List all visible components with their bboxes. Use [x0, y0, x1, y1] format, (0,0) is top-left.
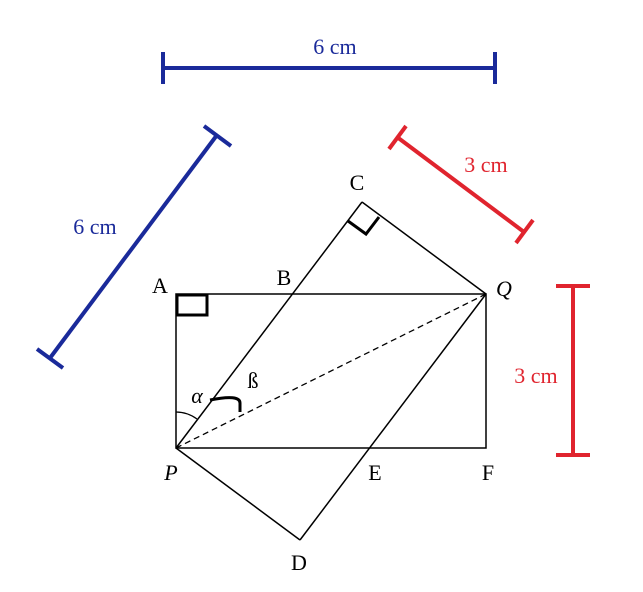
dim-red-diag-line	[395, 135, 526, 234]
segment-qd	[299, 293, 487, 541]
point-label-p: P	[163, 460, 177, 485]
point-label-e: E	[368, 460, 381, 485]
angle-label-beta: ß	[248, 368, 259, 393]
dim-left-cap-bottom	[35, 347, 65, 370]
point-label-c: C	[350, 170, 365, 195]
point-label-d: D	[291, 550, 307, 575]
segment-dp	[175, 447, 301, 541]
dim-left-cap-top	[202, 124, 233, 148]
point-label-b: B	[277, 265, 292, 290]
dim-red-diag-cap-bottom	[514, 218, 535, 245]
dim-left-line	[48, 133, 219, 360]
diagonal-pq	[175, 293, 487, 449]
right-angle-marker-c	[347, 216, 381, 237]
right-angle-marker-a	[175, 293, 209, 317]
dim-red-vert-label: 3 cm	[514, 363, 557, 388]
rectangle-apfq	[175, 293, 487, 449]
dim-red-diag-cap-top	[387, 124, 408, 151]
segment-pc	[175, 201, 363, 449]
dim-top-label: 6 cm	[313, 34, 356, 59]
dim-red-diag-label: 3 cm	[464, 152, 507, 177]
alpha-arc	[175, 411, 198, 420]
point-label-a: A	[152, 273, 168, 298]
angle-label-alpha: α	[191, 383, 203, 408]
point-label-f: F	[482, 460, 494, 485]
segment-cq	[361, 201, 487, 295]
beta-bracket	[209, 396, 242, 412]
point-label-q: Q	[496, 276, 512, 301]
dim-left-label: 6 cm	[73, 214, 116, 239]
